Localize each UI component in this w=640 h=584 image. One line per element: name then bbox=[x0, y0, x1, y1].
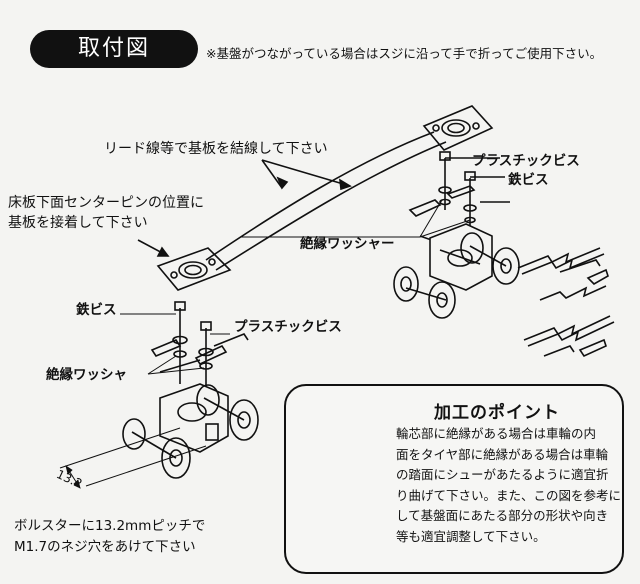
lead-wire-label: リード線等で基板を結線して下さい bbox=[104, 141, 328, 157]
processing-point-title: 加工のポイント bbox=[434, 403, 560, 423]
processing-point-text: 輪芯部に絶縁がある場合は車輪の内 面をタイヤ部に絶縁がある場合は車輪 の踏面にシ… bbox=[396, 424, 622, 547]
floor-instruction-line2: 基板を接着して下さい bbox=[8, 215, 148, 231]
iron-screw-label-top: 鉄ビス bbox=[508, 172, 549, 188]
processing-point-line: 面をタイヤ部に絶縁がある場合は車輪 bbox=[396, 446, 609, 462]
bolster-instruction: ボルスターに13.2mmピッチで M1.7のネジ穴をあけて下さい bbox=[14, 516, 205, 558]
plastic-screw-label-left: プラスチックビス bbox=[234, 319, 342, 335]
circuit-board-lower bbox=[156, 247, 232, 291]
bolster-instruction-line2: M1.7のネジ穴をあけて下さい bbox=[14, 539, 196, 555]
insulation-washer-label-top: 絶縁ワッシャー bbox=[300, 236, 395, 252]
lower-wheel-set-rear bbox=[196, 384, 259, 441]
iron-screw-label-left: 鉄ビス bbox=[76, 302, 117, 318]
bolster-instruction-line1: ボルスターに13.2mmピッチで bbox=[14, 518, 206, 534]
circuit-board-upper bbox=[422, 105, 494, 151]
upper-wheel-set-front bbox=[393, 266, 456, 319]
processing-point-line: の踏面にシューがあたるように適宜折 bbox=[396, 467, 609, 482]
shoe-example-1 bbox=[517, 247, 601, 269]
insulation-washer-label-left: 絶縁ワッシャ bbox=[46, 367, 127, 383]
lead-wire-1 bbox=[205, 131, 435, 261]
upper-wheel-set-rear bbox=[460, 232, 520, 285]
processing-point-panel bbox=[284, 384, 624, 574]
shoe-example-2 bbox=[539, 285, 607, 301]
processing-point-line: 輪芯部に絶縁がある場合は車輪の内 bbox=[396, 426, 597, 441]
header-note: ※基盤がつながっている場合はスジに沿って手で折ってご使用下さい。 bbox=[206, 46, 603, 61]
processing-point-line: して基盤面にあたる部分の形状や向き bbox=[396, 508, 609, 523]
shoe-example-3 bbox=[523, 315, 611, 341]
lead-wire-2 bbox=[215, 141, 447, 271]
page-title: 取付図 bbox=[30, 30, 198, 68]
plastic-screw-label-top: プラスチックビス bbox=[472, 153, 580, 169]
floor-instruction-line1: 床板下面センターピンの位置に bbox=[8, 195, 204, 211]
processing-point-line: り曲げて下さい。また、この図を参考に bbox=[396, 487, 622, 503]
processing-point-line: 等も適宜調整して下さい。 bbox=[396, 528, 546, 544]
